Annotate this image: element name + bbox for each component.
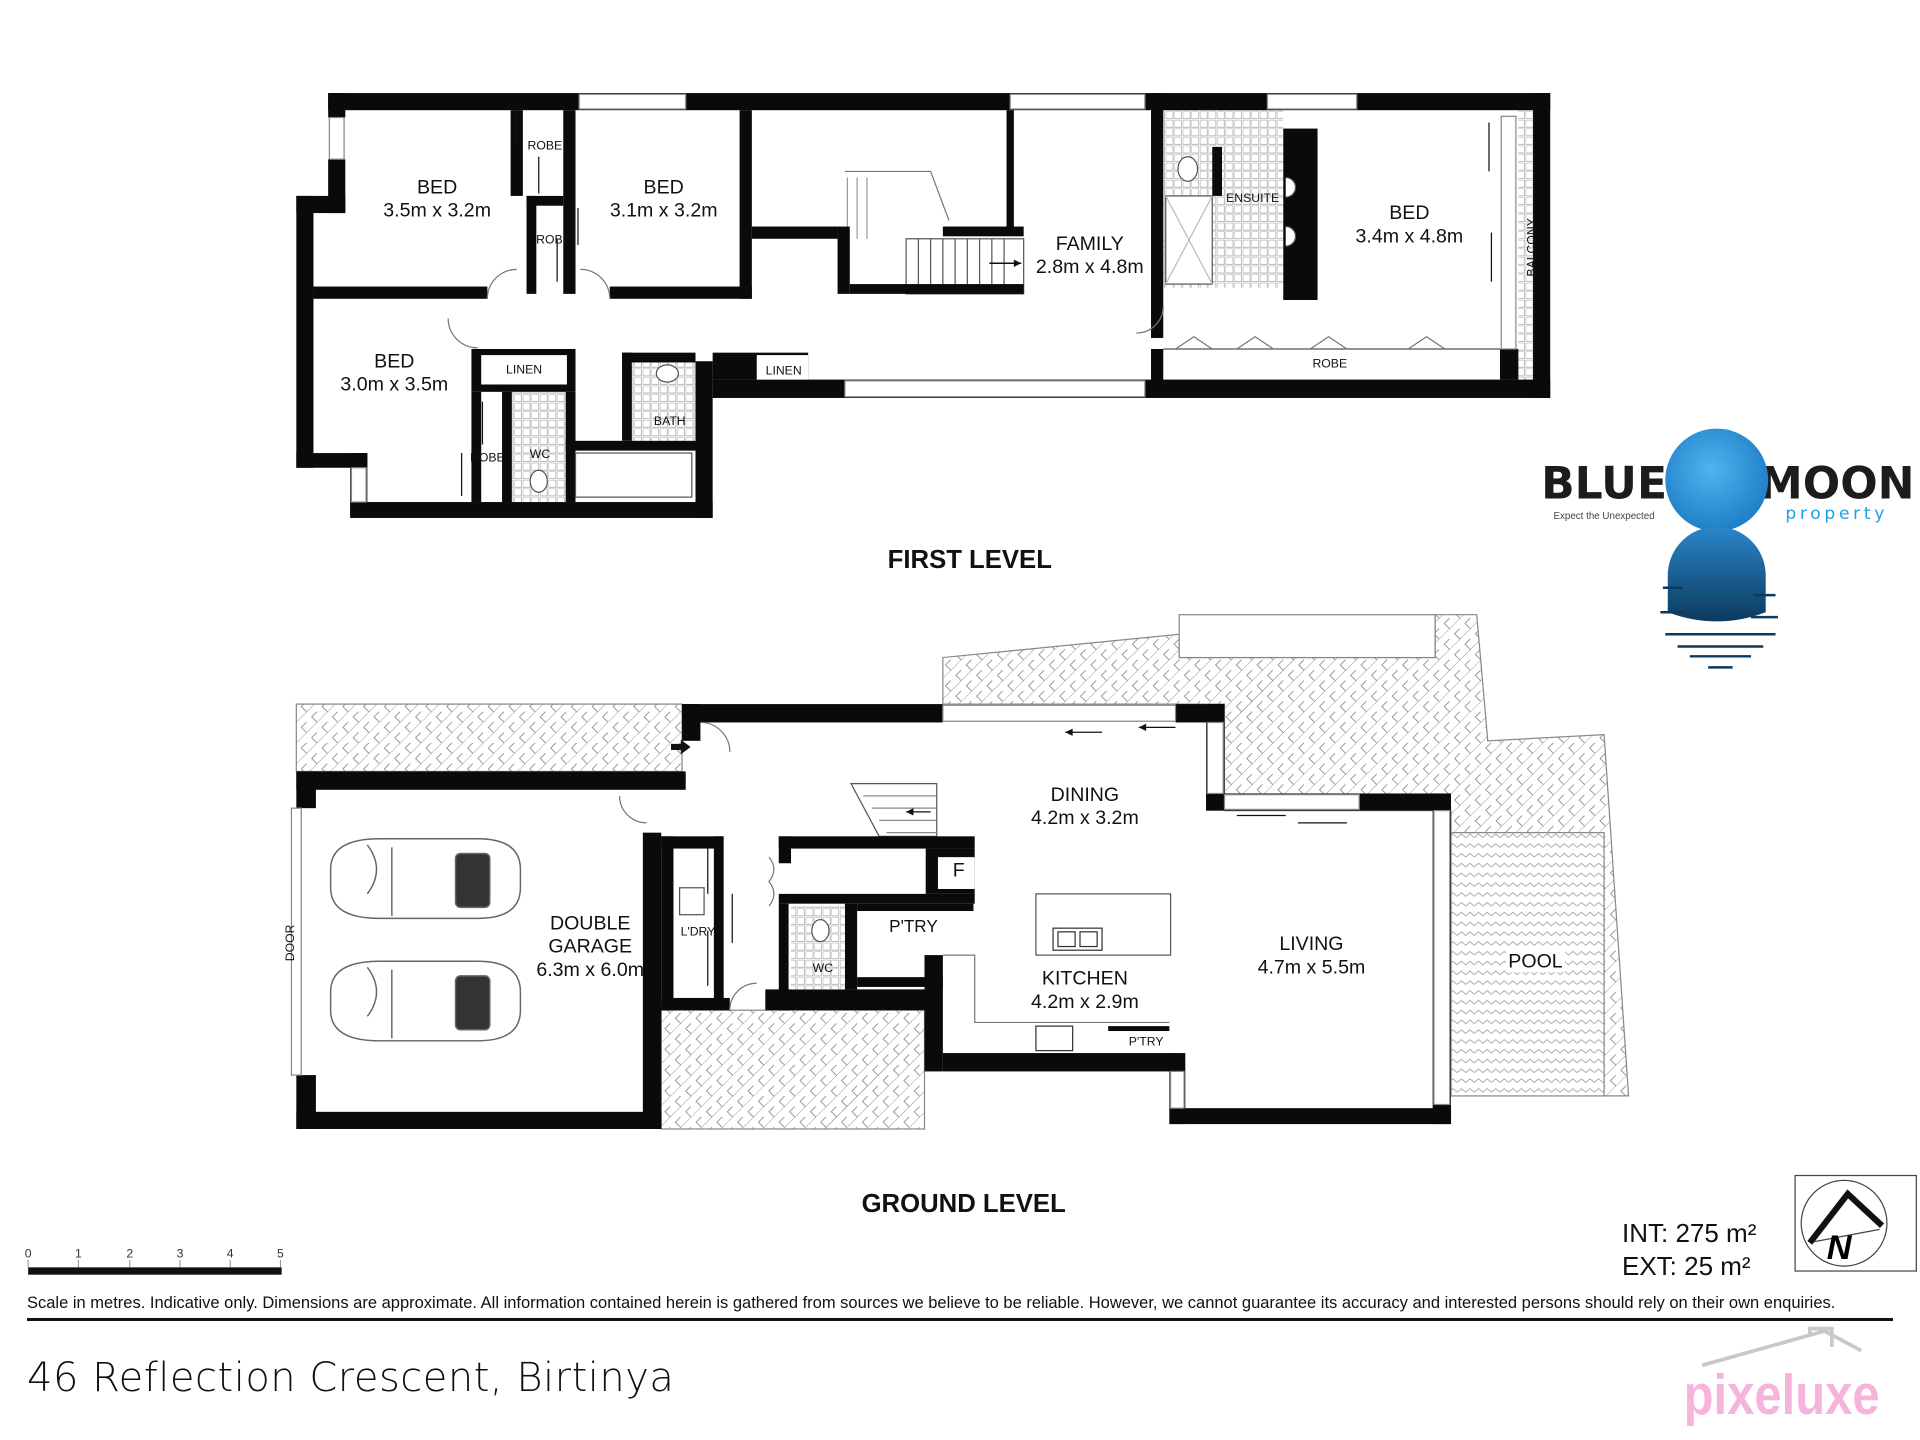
toilet (1177, 156, 1199, 182)
room-dims-garage: 6.3m x 6.0m (536, 959, 644, 981)
logo-word-blue: BLUE (1541, 458, 1667, 509)
room-dims-kitchen: 4.2m x 2.9m (1031, 991, 1139, 1013)
room-dims-bed-3: 3.0m x 3.5m (340, 374, 448, 396)
divider (27, 1318, 1893, 1321)
room-dims-bed-1: 3.5m x 3.2m (383, 200, 491, 222)
label-robe-3: ROBE (470, 451, 505, 465)
room-label-family: FAMILY (1056, 233, 1124, 255)
room-dims-master-bed: 3.4m x 4.8m (1356, 225, 1464, 247)
moon-reflection-icon (1660, 526, 1778, 669)
label-laundry: L'DRY (681, 925, 716, 939)
room-label-bed-1: BED (417, 176, 457, 198)
label-fridge: F (953, 860, 965, 882)
label-linen-2: LINEN (766, 364, 802, 378)
garage-door[interactable] (290, 807, 302, 1076)
room-label-dining: DINING (1051, 784, 1120, 806)
scale-tick-1: 1 (75, 1247, 82, 1261)
room-label-living: LIVING (1279, 933, 1343, 955)
room-dims-bed-2: 3.1m x 3.2m (610, 200, 718, 222)
label-garage-door: DOOR (283, 924, 297, 961)
north-arrow-icon: N (1794, 1174, 1917, 1272)
bathtub (574, 452, 693, 498)
scale-tick-0: 0 (25, 1247, 32, 1261)
room-label-master-bed: BED (1389, 202, 1429, 224)
room-label-bed-2: BED (644, 176, 684, 198)
label-wc-first: WC (530, 447, 551, 461)
blue-moon-logo: BLUE MOON Expect the Unexpected property (1541, 428, 1915, 669)
label-pantry-1: P'TRY (889, 916, 938, 936)
room-dims-dining: 4.2m x 3.2m (1031, 807, 1139, 829)
car-icon (329, 960, 522, 1042)
label-ensuite: ENSUITE (1226, 191, 1279, 205)
internal-area: INT: 275 m² (1622, 1218, 1757, 1248)
room-label-garage-1: DOUBLE (550, 912, 631, 934)
moon-icon (1665, 428, 1769, 532)
car-icon (329, 838, 522, 920)
external-area: EXT: 25 m² (1622, 1251, 1751, 1281)
first-level-plan: BED 3.5m x 3.2m BED 3.1m x 3.2m BED 3.0m… (296, 93, 1551, 574)
pixeluxe-logo: pixeluxe (1684, 1326, 1880, 1427)
level-title-first: FIRST LEVEL (888, 546, 1052, 574)
room-dims-living: 4.7m x 5.5m (1258, 956, 1366, 978)
driveway-hatch (295, 703, 683, 773)
label-balcony: BALCONY (1525, 218, 1539, 276)
scale-bar: 0 1 2 3 4 5 (25, 1247, 284, 1275)
label-bath: BATH (654, 414, 686, 428)
label-linen-1: LINEN (506, 362, 542, 376)
label-pantry-2: P'TRY (1129, 1035, 1164, 1049)
property-address: 46 Reflection Crescent, Birtinya (27, 1355, 675, 1401)
room-dims-family: 2.8m x 4.8m (1036, 256, 1144, 278)
label-robe-2: ROBE (536, 233, 571, 247)
disclaimer-text: Scale in metres. Indicative only. Dimens… (27, 1294, 1836, 1312)
label-robe-master: ROBE (1312, 356, 1347, 370)
room-label-garage-2: GARAGE (548, 936, 632, 958)
logo-pixeluxe-text: pixeluxe (1684, 1364, 1880, 1427)
room-label-kitchen: KITCHEN (1042, 967, 1128, 989)
scale-tick-3: 3 (177, 1247, 184, 1261)
compass-letter: N (1827, 1229, 1853, 1267)
level-title-ground: GROUND LEVEL (862, 1190, 1066, 1218)
logo-word-moon: MOON (1759, 458, 1915, 509)
label-wc-ground: WC (813, 961, 834, 975)
scale-tick-4: 4 (227, 1247, 234, 1261)
scale-tick-5: 5 (277, 1247, 284, 1261)
entry-arrow-icon (680, 739, 691, 755)
ground-level-plan: DOOR DOUBLE GARAGE 6. (283, 614, 1630, 1218)
label-pool: POOL (1508, 950, 1563, 972)
logo-tagline: Expect the Unexpected (1554, 511, 1655, 522)
scale-tick-2: 2 (126, 1247, 133, 1261)
cooktop (1035, 1025, 1074, 1052)
logo-sub-property: property (1785, 504, 1888, 524)
room-label-bed-3: BED (374, 350, 414, 372)
label-robe-1: ROBE (528, 138, 563, 152)
staircase-ground (849, 783, 938, 837)
courtyard-hatch (660, 1009, 926, 1130)
